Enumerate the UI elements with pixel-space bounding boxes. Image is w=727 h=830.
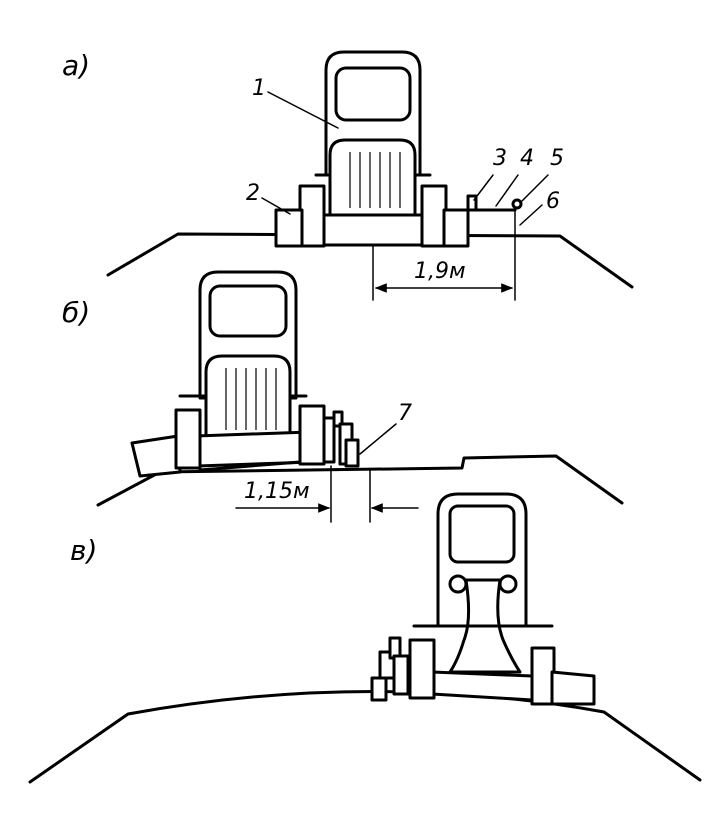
panel-b-label: б) xyxy=(62,296,90,329)
panel-a: а) 1,9м 1 2 3 xyxy=(62,49,634,301)
callout-4-leader xyxy=(495,174,519,207)
panel-c-left-wheel xyxy=(408,638,436,700)
panel-a-label: а) xyxy=(62,49,90,82)
panel-a-grille-bars xyxy=(349,152,401,208)
panel-b-chassis xyxy=(194,430,314,468)
panel-a-left-wheel xyxy=(298,184,326,248)
panel-c-chassis xyxy=(430,670,534,702)
panel-a-right-wheel xyxy=(420,184,448,248)
callout-3-leader xyxy=(473,174,494,201)
panel-b: б) 1,15м 7 xyxy=(62,270,624,523)
panel-b-skid xyxy=(198,460,302,472)
panel-b-grille xyxy=(204,354,292,438)
panel-c-label: в) xyxy=(70,534,97,567)
panel-a-pivot xyxy=(511,198,523,210)
panel-c-attachment-3 xyxy=(392,654,410,696)
panel-c: в) xyxy=(28,492,702,784)
panel-b-left-wheel xyxy=(174,408,202,470)
callout-7: 7 xyxy=(398,401,412,426)
callout-5: 5 xyxy=(550,146,564,171)
panel-c-slab xyxy=(550,670,596,706)
panel-b-dimension-label: 1,15м xyxy=(244,479,310,504)
panel-b-embankment xyxy=(96,454,624,507)
panel-a-left-track xyxy=(274,208,304,248)
panel-b-cab-window xyxy=(208,284,288,338)
panel-b-attachment-2 xyxy=(332,410,344,428)
panel-c-cab-window xyxy=(448,504,516,564)
callout-6-leader xyxy=(519,204,543,226)
panel-b-attachment-1 xyxy=(322,416,336,464)
panel-b-right-wheel xyxy=(298,404,326,466)
callout-2-leader xyxy=(261,197,291,215)
panel-c-attachment-4 xyxy=(370,676,388,702)
callout-3: 3 xyxy=(493,146,507,171)
panel-a-right-track xyxy=(442,208,470,248)
panel-c-embankment xyxy=(28,690,702,784)
panel-b-grille-bars xyxy=(225,368,277,430)
callout-6: 6 xyxy=(546,189,560,214)
callout-5-leader xyxy=(521,174,549,202)
callout-1: 1 xyxy=(252,76,266,101)
panel-a-chassis xyxy=(320,213,434,247)
panel-c-right-lamp xyxy=(498,574,518,594)
panel-c-left-lamp xyxy=(448,574,468,594)
panel-a-attachment xyxy=(466,194,478,212)
callout-4: 4 xyxy=(520,146,534,171)
callout-7-leader xyxy=(359,423,397,455)
callout-2: 2 xyxy=(246,181,260,206)
panel-b-slab xyxy=(130,434,182,478)
panel-a-cab-window xyxy=(334,66,412,122)
panel-a-dimension-label: 1,9м xyxy=(414,259,466,284)
callout-1-leader xyxy=(267,91,339,129)
panel-a-grille xyxy=(328,138,417,217)
panel-b-attachment-4 xyxy=(344,438,360,468)
